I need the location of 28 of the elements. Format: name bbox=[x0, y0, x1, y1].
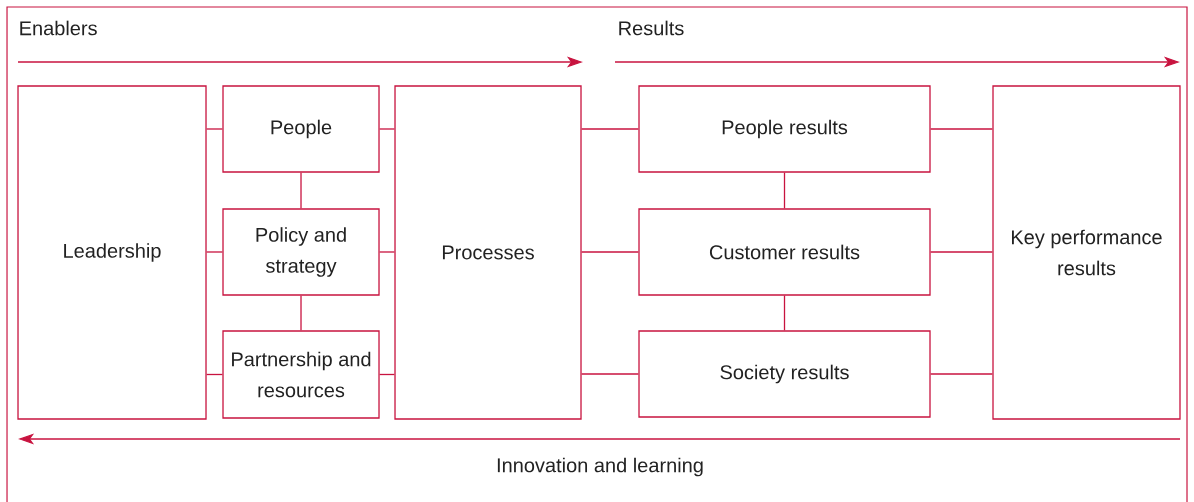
box: Partnership and resources bbox=[222, 330, 380, 419]
box: People results bbox=[638, 85, 931, 173]
section-label: Innovation and learning bbox=[497, 457, 703, 477]
connector-line bbox=[379, 251, 395, 253]
box: Society results bbox=[638, 330, 931, 418]
connector-line bbox=[930, 373, 993, 375]
section-label: Enablers bbox=[20, 20, 97, 36]
section-label: Results bbox=[619, 20, 684, 36]
box: Processes bbox=[394, 85, 582, 420]
connector-line bbox=[300, 172, 302, 209]
connector-line bbox=[379, 373, 395, 376]
connector-line bbox=[581, 373, 639, 375]
box: People bbox=[222, 85, 380, 173]
box: Leadership bbox=[17, 85, 207, 420]
connector-line bbox=[783, 172, 786, 209]
connector-line bbox=[783, 295, 786, 331]
box: Customer results bbox=[638, 208, 931, 296]
connector-line bbox=[930, 128, 993, 130]
connector-line bbox=[581, 128, 639, 130]
connector-line bbox=[379, 128, 395, 130]
box: Key performance results bbox=[992, 85, 1181, 420]
connector-line bbox=[206, 251, 223, 253]
connector-line bbox=[581, 251, 639, 253]
connector-line bbox=[930, 251, 993, 253]
connector-line bbox=[206, 128, 223, 130]
box: Policy and strategy bbox=[222, 208, 380, 296]
connector-line bbox=[206, 373, 223, 376]
connector-line bbox=[300, 295, 302, 331]
